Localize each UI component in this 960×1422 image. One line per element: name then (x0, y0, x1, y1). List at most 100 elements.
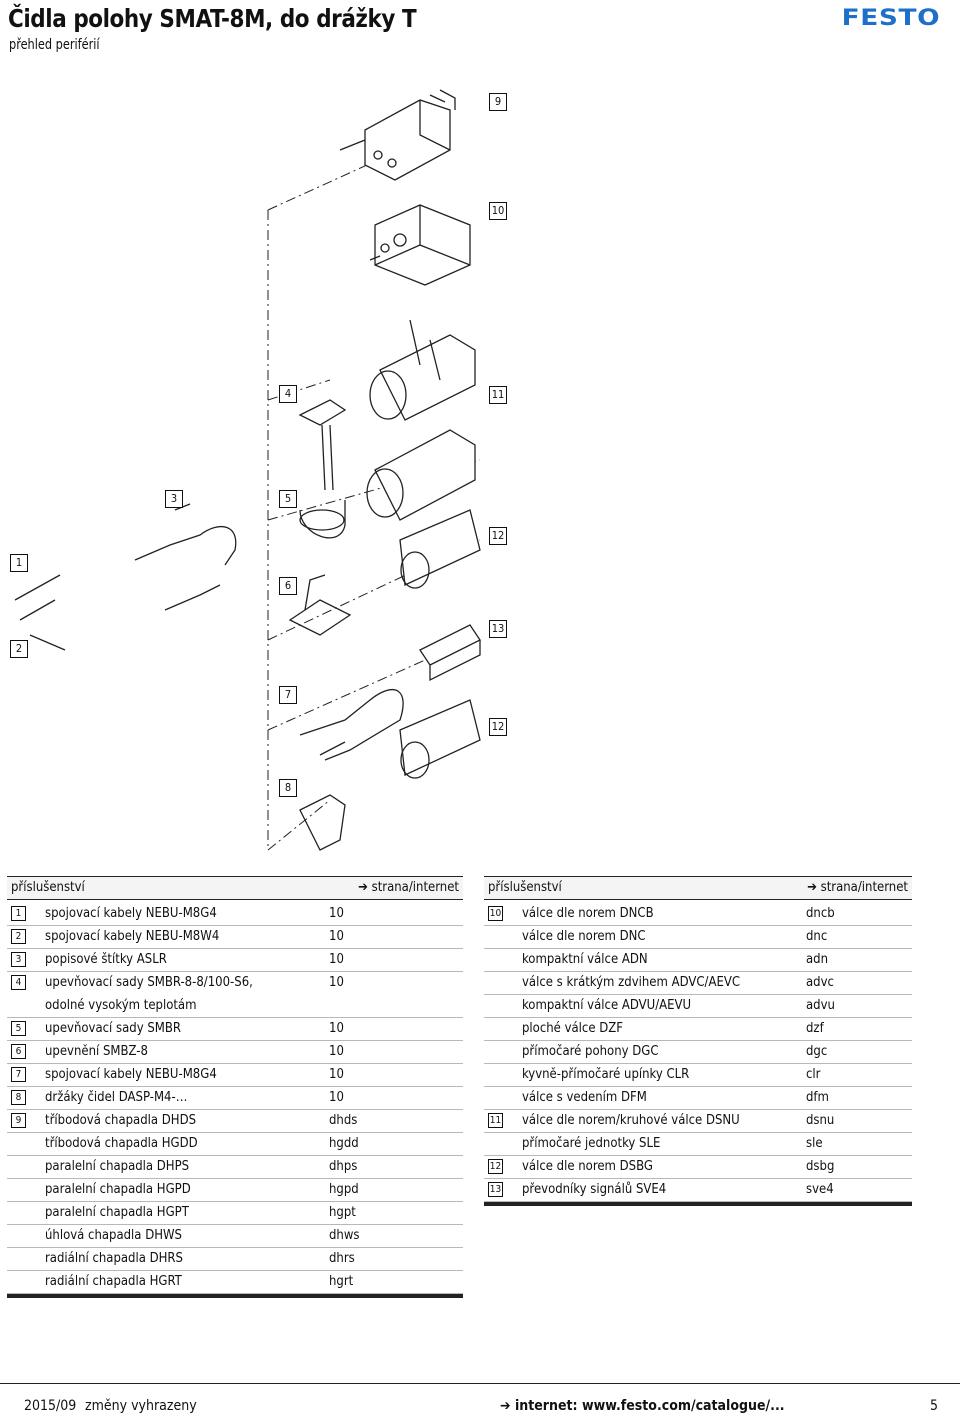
header-page-internet: strana/internet (820, 880, 908, 895)
peripherals-drawing: 9 10 4 11 3 5 12 1 6 13 2 7 12 8 (0, 80, 960, 870)
item-description: kompaktní válce ADN (522, 952, 648, 967)
item-description: tříbodová chapadla DHDS (45, 1113, 196, 1128)
item-reference: dhws (329, 1228, 360, 1243)
exploded-view-illustration (14, 89, 481, 851)
header-page-internet: strana/internet (371, 880, 459, 895)
item-description: spojovací kabely NEBU-M8W4 (45, 929, 220, 944)
item-number: 9 (11, 1113, 26, 1128)
callout-6: 6 (279, 577, 297, 595)
table-header: příslušenství ➔ strana/internet (7, 876, 463, 900)
callout-7: 7 (279, 686, 297, 704)
item-description: paralelní chapadla HGPD (45, 1182, 191, 1197)
item-description: popisové štítky ASLR (45, 952, 167, 967)
item-description: válce dle norem/kruhové válce DSNU (522, 1113, 740, 1128)
item-description: válce s vedením DFM (522, 1090, 647, 1105)
callout-8: 8 (279, 779, 297, 797)
item-reference: hgpd (329, 1182, 359, 1197)
accessories-table-right: příslušenství ➔ strana/internet 10 válce … (484, 876, 912, 1206)
table-header: příslušenství ➔ strana/internet (484, 876, 912, 900)
page-subtitle: přehled periférií (9, 37, 100, 53)
item-reference: sve4 (806, 1182, 834, 1197)
item-number: 2 (11, 929, 26, 944)
item-reference: hgdd (329, 1136, 359, 1151)
item-description: kompaktní válce ADVU/AEVU (522, 998, 692, 1013)
callout-13: 13 (489, 620, 507, 638)
table-row: radiální chapadla DHRS dhrs (7, 1248, 463, 1271)
item-number: 1 (11, 906, 26, 921)
item-reference: 10 (329, 1067, 344, 1082)
item-reference: hgpt (329, 1205, 356, 1220)
footer-date: 2015/09 (24, 1398, 77, 1414)
item-reference: dsnu (806, 1113, 835, 1128)
item-reference: dsbg (806, 1159, 835, 1174)
callout-10: 10 (489, 202, 507, 220)
item-number: 4 (11, 975, 26, 990)
callout-11: 11 (489, 386, 507, 404)
item-reference: dhrs (329, 1251, 355, 1266)
item-description: upevňovací sady SMBR-8-8/100-S6, (45, 975, 253, 990)
item-description: přímočaré jednotky SLE (522, 1136, 661, 1151)
item-reference: adn (806, 952, 829, 967)
item-description: paralelní chapadla DHPS (45, 1159, 190, 1174)
item-description: radiální chapadla DHRS (45, 1251, 183, 1266)
table-row: 2 spojovací kabely NEBU-M8W4 10 (7, 926, 463, 949)
item-description: držáky čidel DASP-M4-… (45, 1090, 188, 1105)
callout-9: 9 (489, 93, 507, 111)
item-number: 7 (11, 1067, 26, 1082)
item-description: upevnění SMBZ-8 (45, 1044, 148, 1059)
callout-4: 4 (279, 385, 297, 403)
table-row: 12 válce dle norem DSBG dsbg (484, 1156, 912, 1179)
item-description: převodníky signálů SVE4 (522, 1182, 667, 1197)
callout-1: 1 (10, 554, 28, 572)
table-row: válce s vedením DFM dfm (484, 1087, 912, 1110)
item-reference: 10 (329, 1044, 344, 1059)
item-reference: 10 (329, 929, 344, 944)
item-reference: dfm (806, 1090, 829, 1105)
item-reference: dgc (806, 1044, 828, 1059)
callout-5: 5 (279, 490, 297, 508)
arrow-icon: ➔ (358, 880, 372, 895)
footer-changes: změny vyhrazeny (85, 1398, 197, 1414)
footer-web-link[interactable]: internet: www.festo.com/catalogue/... (514, 1398, 785, 1414)
item-reference: dncb (806, 906, 835, 921)
arrow-icon: ➔ (807, 880, 821, 895)
item-description: válce dle norem DSBG (522, 1159, 653, 1174)
item-description: radiální chapadla HGRT (45, 1274, 182, 1289)
item-description: válce dle norem DNC (522, 929, 646, 944)
item-reference: advu (806, 998, 835, 1013)
item-reference: dhps (329, 1159, 358, 1174)
table-row: válce s krátkým zdvihem ADVC/AEVC advc (484, 972, 912, 995)
item-description: válce dle norem DNCB (522, 906, 654, 921)
item-reference: dzf (806, 1021, 824, 1036)
item-reference: 10 (329, 952, 344, 967)
item-number: 12 (488, 1159, 503, 1174)
page-footer: 2015/09 změny vyhrazeny ➔ internet: www.… (0, 1383, 960, 1422)
item-reference: clr (806, 1067, 821, 1082)
item-number: 10 (488, 906, 503, 921)
item-description: válce s krátkým zdvihem ADVC/AEVC (522, 975, 741, 990)
item-reference: 10 (329, 1021, 344, 1036)
callout-12-bottom: 12 (489, 718, 507, 736)
table-row: kompaktní válce ADVU/AEVU advu (484, 995, 912, 1018)
festo-logo: FESTO (841, 6, 940, 31)
item-reference: advc (806, 975, 834, 990)
item-description: kyvně-přímočaré upínky CLR (522, 1067, 690, 1082)
arrow-icon: ➔ (500, 1398, 515, 1414)
header-accessories: příslušenství (488, 880, 562, 895)
item-description: ploché válce DZF (522, 1021, 624, 1036)
